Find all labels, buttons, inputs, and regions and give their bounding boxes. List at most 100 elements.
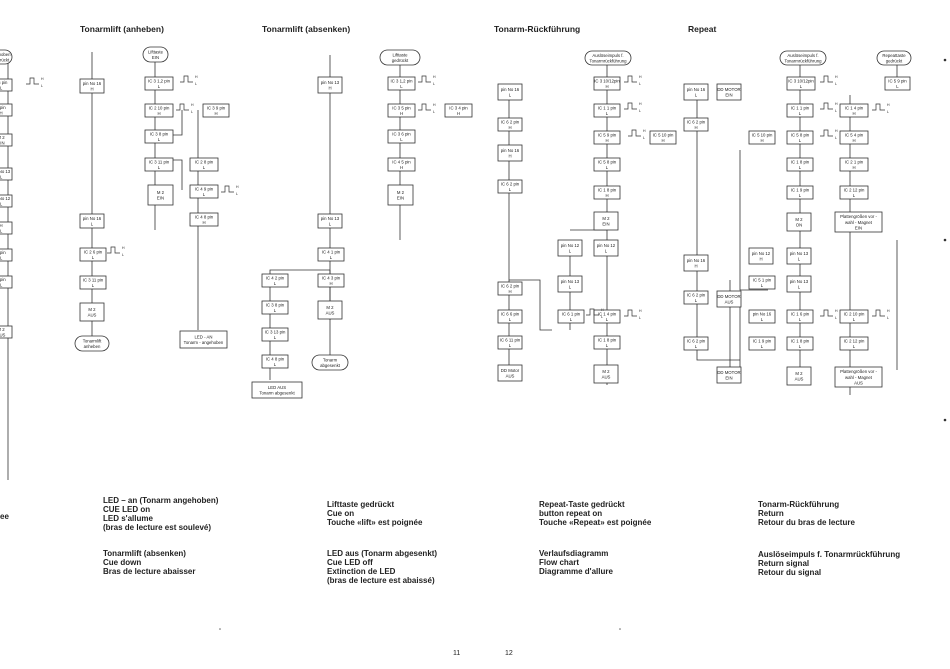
box-label: IC 3 10/12pin — [788, 79, 814, 84]
pulse-label: H — [433, 103, 436, 107]
legend-line: Diagramme d'allure — [539, 567, 613, 576]
process-box — [0, 103, 13, 117]
process-box — [839, 309, 869, 324]
box-label: L — [606, 343, 609, 348]
legend-line: Retour du bras de lecture — [758, 518, 855, 527]
pulse-label: H — [195, 75, 198, 79]
box-label: pin No 13 — [321, 80, 340, 85]
box-label: pin No 12 — [752, 251, 771, 256]
box-label: L — [274, 308, 277, 313]
box-label: L — [570, 317, 573, 322]
process-box — [593, 239, 619, 257]
process-box — [834, 366, 883, 388]
box-label: IC 2 6 pin — [84, 250, 103, 255]
box-label: L — [400, 84, 403, 89]
box-label: H — [457, 111, 460, 116]
box-label: L — [799, 138, 802, 143]
box-label: abgesenkt — [320, 363, 341, 368]
box-label: H — [328, 86, 331, 91]
box-label: L — [0, 86, 3, 91]
box-label: L — [799, 317, 802, 322]
box-label: L — [853, 344, 856, 349]
box-label: IC 6 11 pin — [500, 338, 521, 343]
box-label: pin No 16 — [83, 216, 102, 221]
process-box — [144, 157, 174, 172]
terminal-node — [0, 49, 13, 65]
pulse-label: H — [887, 309, 890, 313]
process-box — [786, 366, 812, 386]
box-label: IC 3 5 pin — [392, 106, 411, 111]
box-label: Lifttaste — [148, 50, 164, 55]
box-label: pin No 13 — [321, 216, 340, 221]
process-box — [786, 130, 814, 145]
pulse-label: H — [835, 102, 838, 106]
process-box — [387, 129, 416, 144]
box-label: IC 3 1,2 pin — [148, 79, 171, 84]
box-label: IC 3 8 pin — [266, 303, 285, 308]
pulse-symbol — [418, 103, 431, 111]
box-label: wahl - Magnet — [845, 375, 873, 380]
pulse-label: L — [643, 136, 645, 140]
pulse-label: H — [639, 309, 642, 313]
header-lift-down: Tonarmlift (absenken) — [262, 24, 351, 34]
process-box — [786, 275, 812, 293]
box-label: IC 1 9 pin — [791, 188, 810, 193]
terminal-node — [584, 50, 632, 66]
process-box — [786, 212, 812, 232]
process-box — [593, 103, 621, 118]
box-label: L — [853, 193, 856, 198]
pulse-symbol — [624, 75, 637, 83]
process-box — [786, 247, 812, 265]
pulse-label: H — [835, 75, 838, 79]
legend-line: Touche «lift» est poignée — [327, 518, 423, 527]
process-box — [497, 144, 523, 162]
terminal-node — [74, 335, 110, 352]
pulse-symbol — [107, 246, 120, 254]
pulse-label: L — [236, 192, 238, 196]
box-label: IC 1 1 pin — [791, 106, 810, 111]
box-label: L — [761, 317, 764, 322]
box-label: pin No 16 — [687, 87, 706, 92]
process-box — [0, 78, 13, 92]
pulse-symbol — [624, 102, 637, 110]
box-label: L — [158, 84, 161, 89]
box-label: H — [508, 125, 511, 130]
box-label: L — [695, 93, 698, 98]
legend-return: Tonarm-Rückführung Return Retour du bras… — [758, 500, 855, 527]
box-label: L — [158, 137, 161, 142]
box-label: pin No 12 — [561, 243, 580, 248]
box-label: ngehoben — [0, 52, 11, 57]
terminal-node — [779, 50, 827, 66]
scan-dot — [219, 628, 221, 630]
box-label: ON — [796, 223, 802, 228]
process-box — [0, 325, 13, 339]
box-label: EIN — [855, 225, 862, 230]
pulse-label: H — [835, 309, 838, 313]
process-box — [748, 275, 776, 290]
process-box — [79, 213, 105, 229]
process-box — [444, 103, 473, 118]
terminal-node — [311, 354, 349, 371]
pulse-label: L — [41, 84, 43, 88]
process-box — [144, 76, 174, 91]
box-label: L — [330, 255, 333, 260]
legend-line: Cue on — [327, 509, 355, 518]
pulse-symbol — [26, 77, 39, 85]
process-box — [497, 117, 523, 132]
box-label: M 2 — [88, 307, 96, 312]
pulse-label: L — [835, 316, 837, 320]
legend-line: Verlaufsdiagramm — [539, 549, 609, 558]
pulse-label: H — [191, 103, 194, 107]
process-box — [497, 309, 523, 324]
process-box — [786, 157, 814, 172]
pulse-label: L — [195, 82, 197, 86]
header-return: Tonarm-Rückführung — [494, 24, 581, 34]
box-label: L — [605, 249, 608, 254]
pulse-label: L — [887, 316, 889, 320]
box-label: IC 1 8 pin — [598, 188, 617, 193]
box-label: IC 6 2 pin — [501, 182, 520, 187]
box-label: L — [761, 344, 764, 349]
legend-line: Auslöseimpuls f. Tonarmrückführung — [758, 550, 901, 559]
box-label: H — [202, 220, 205, 225]
box-label: L — [606, 165, 609, 170]
